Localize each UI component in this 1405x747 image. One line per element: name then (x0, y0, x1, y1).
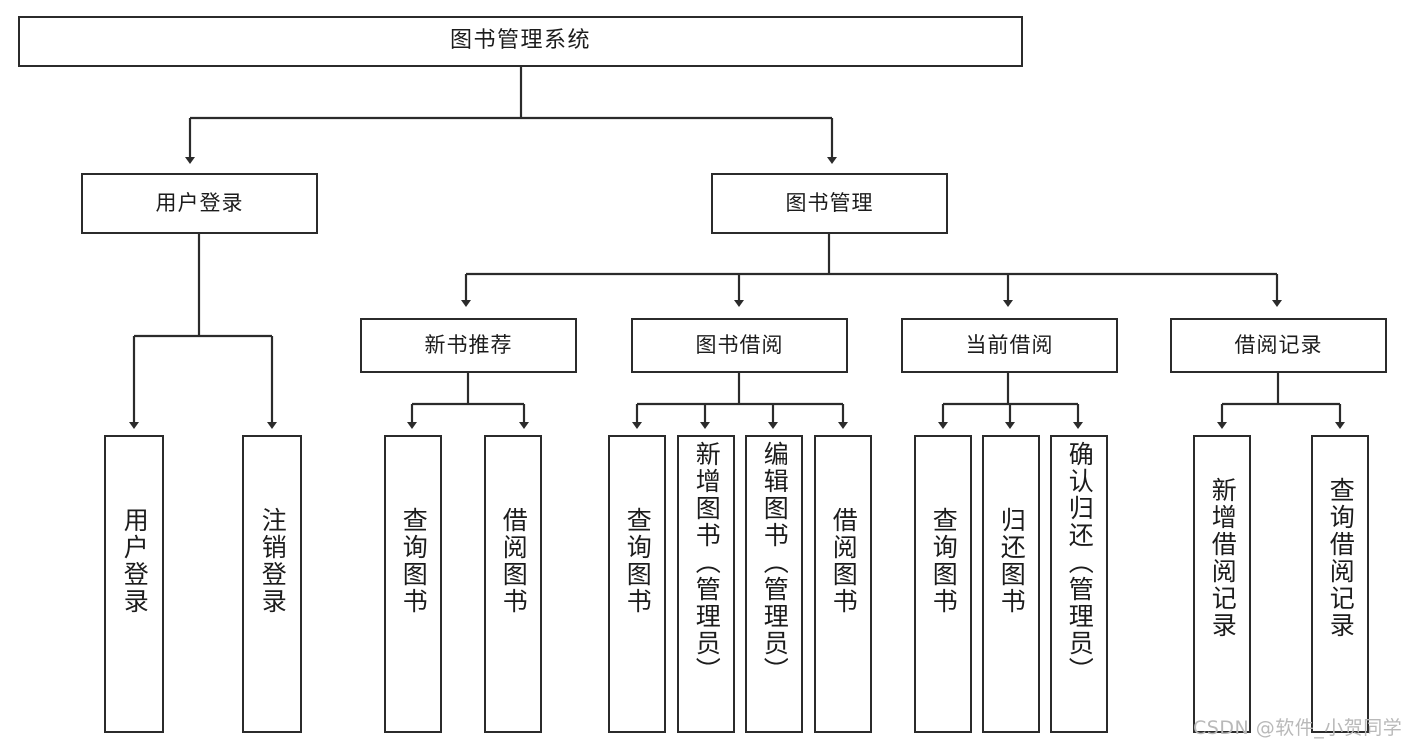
node-new-book-recommend[interactable]: 新书推荐 (360, 318, 577, 373)
node-book-borrow-label: 图书借阅 (695, 332, 784, 357)
node-leaf-user-login[interactable]: 用户登录 (104, 435, 164, 733)
edge-user-login-to-leaves (129, 234, 277, 429)
node-leaf-return-book-label: 归还图书 (997, 507, 1027, 615)
node-leaf-borrow-book-1-label: 借阅图书 (499, 507, 529, 615)
node-leaf-add-book-label: 新增图书（管理员） (692, 441, 722, 684)
node-leaf-add-record[interactable]: 新增借阅记录 (1193, 435, 1251, 733)
node-book-borrow[interactable]: 图书借阅 (631, 318, 848, 373)
node-borrow-record[interactable]: 借阅记录 (1170, 318, 1387, 373)
node-borrow-record-label: 借阅记录 (1234, 332, 1323, 357)
node-leaf-query-record[interactable]: 查询借阅记录 (1311, 435, 1369, 733)
edge-book-borrow-to-leaves (632, 373, 848, 429)
node-leaf-return-book[interactable]: 归还图书 (982, 435, 1040, 733)
node-leaf-borrow-book-1[interactable]: 借阅图书 (484, 435, 542, 733)
node-book-manage-label: 图书管理 (785, 190, 874, 215)
node-leaf-add-book[interactable]: 新增图书（管理员） (677, 435, 735, 733)
node-current-borrow-label: 当前借阅 (965, 332, 1054, 357)
node-leaf-logout-login[interactable]: 注销登录 (242, 435, 302, 733)
node-leaf-add-record-label: 新增借阅记录 (1208, 477, 1238, 639)
node-book-manage[interactable]: 图书管理 (711, 173, 948, 234)
node-leaf-query-book-1-label: 查询图书 (399, 507, 429, 615)
node-leaf-query-book-2[interactable]: 查询图书 (608, 435, 666, 733)
edge-new-book-recommend-to-leaves (407, 373, 529, 429)
node-leaf-confirm-return[interactable]: 确认归还（管理员） (1050, 435, 1108, 733)
node-leaf-edit-book[interactable]: 编辑图书（管理员） (745, 435, 803, 733)
node-leaf-logout-login-label: 注销登录 (258, 507, 288, 615)
csdn-watermark: CSDN @软件_小贺同学 (1193, 717, 1403, 739)
edge-root-to-level2 (185, 67, 837, 164)
node-leaf-query-book-3-label: 查询图书 (929, 507, 959, 615)
edge-current-borrow-to-leaves (938, 373, 1083, 429)
node-user-login[interactable]: 用户登录 (81, 173, 318, 234)
node-leaf-confirm-return-label: 确认归还（管理员） (1065, 441, 1095, 684)
node-leaf-borrow-book-2[interactable]: 借阅图书 (814, 435, 872, 733)
node-leaf-edit-book-label: 编辑图书（管理员） (760, 441, 790, 684)
node-root[interactable]: 图书管理系统 (18, 16, 1023, 67)
node-leaf-query-record-label: 查询借阅记录 (1326, 477, 1356, 639)
node-leaf-query-book-2-label: 查询图书 (623, 507, 653, 615)
node-leaf-query-book-1[interactable]: 查询图书 (384, 435, 442, 733)
node-current-borrow[interactable]: 当前借阅 (901, 318, 1118, 373)
node-root-label: 图书管理系统 (449, 28, 591, 54)
node-new-book-recommend-label: 新书推荐 (424, 332, 513, 357)
node-leaf-user-login-label: 用户登录 (120, 507, 150, 615)
edge-borrow-record-to-leaves (1217, 373, 1345, 429)
node-leaf-query-book-3[interactable]: 查询图书 (914, 435, 972, 733)
edge-book-manage-to-level3 (461, 234, 1282, 307)
node-leaf-borrow-book-2-label: 借阅图书 (829, 507, 859, 615)
node-user-login-label: 用户登录 (155, 190, 244, 215)
